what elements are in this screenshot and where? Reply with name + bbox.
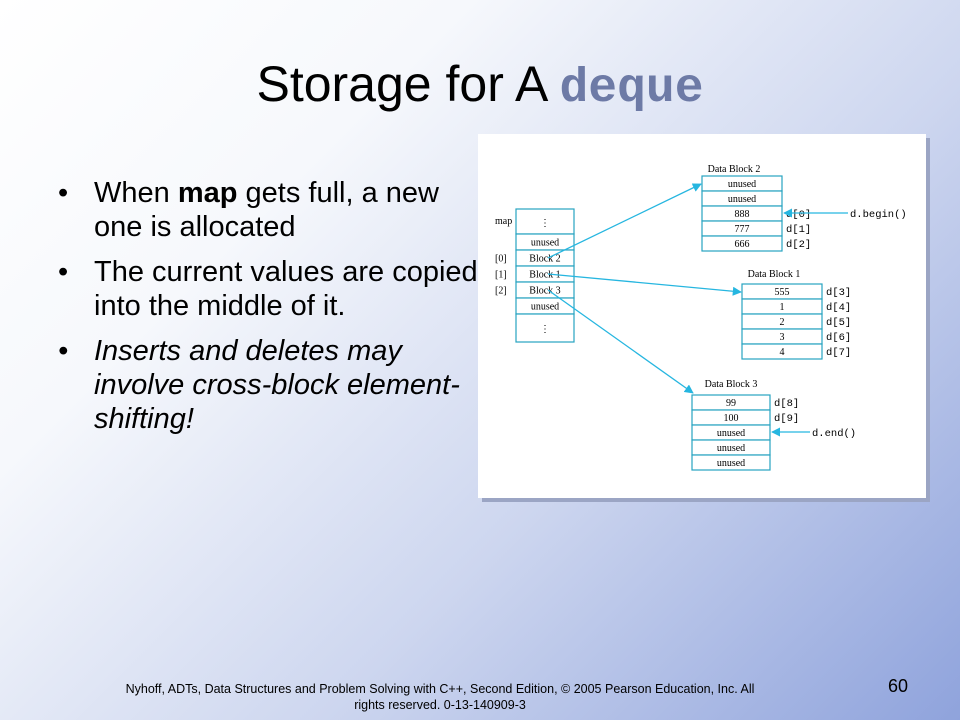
block-cell-text: 1: [780, 302, 785, 313]
map-cell-dots-bottom: [515, 313, 575, 343]
arrow-block3: [547, 289, 694, 394]
bullet-text-3: Inserts and deletes may involve cross-bl…: [94, 335, 460, 435]
data-block-3: 99 100 unused unused unused: [691, 394, 771, 471]
element-label: d[5]: [826, 317, 851, 329]
deque-diagram: map ⋮ unused Block 2 Block 1 Block 3 unu…: [478, 134, 926, 498]
title-code: deque: [559, 62, 704, 116]
bullet-text-1c: gets full, a new one is allocated: [94, 177, 439, 243]
map-cell-text: ⋮: [540, 218, 550, 229]
block-cell-text: 100: [724, 413, 739, 424]
slide-title: Storage for A deque: [0, 55, 960, 116]
block-cell-text: 777: [735, 224, 750, 235]
map-cell-text: Block 1: [529, 270, 560, 281]
bullet-text-1a: When: [94, 177, 178, 209]
block-cell: [701, 235, 783, 252]
map-cell-text: unused: [531, 302, 559, 313]
block-cell-text: 99: [726, 398, 736, 409]
begin-label: d.begin(): [850, 209, 907, 221]
map-cell-text: ⋮: [540, 324, 550, 335]
block-cell: [691, 454, 771, 471]
bullet-item: • When map gets full, a new one is alloca…: [58, 176, 478, 244]
map-index: [0]: [495, 254, 507, 265]
block-cell-text: unused: [728, 194, 756, 205]
element-label: d[7]: [826, 347, 851, 359]
block-cell: [741, 343, 823, 360]
block-cell-text: unused: [717, 458, 745, 469]
block-cell-text: 555: [775, 287, 790, 298]
element-label: d[8]: [774, 398, 799, 410]
bullet-item: • Inserts and deletes may involve cross-b…: [58, 334, 478, 436]
bullet-dot: •: [58, 335, 69, 367]
data-block-1: 555 1 2 3 4: [741, 283, 823, 360]
element-label: d[6]: [826, 332, 851, 344]
page-number: 60: [888, 676, 909, 696]
block-title: Data Block 2: [708, 164, 761, 175]
bullet-dot: •: [58, 256, 69, 288]
map-cell-text: unused: [531, 238, 559, 249]
bullet-text-2: The current values are copied into the m…: [94, 256, 478, 322]
block-cell-text: unused: [717, 443, 745, 454]
map-label: map: [495, 216, 512, 227]
map-array: ⋮ unused Block 2 Block 1 Block 3 unused …: [515, 208, 575, 343]
block-cell-text: 3: [780, 332, 785, 343]
bullet-text-1b: map: [177, 177, 238, 209]
map-index: [1]: [495, 270, 507, 281]
block-cell-text: 2: [780, 317, 785, 328]
block-cell-text: 888: [735, 209, 750, 220]
element-label: d[3]: [826, 287, 851, 299]
bullet-dot: •: [58, 177, 69, 209]
block-cell-text: unused: [728, 179, 756, 190]
map-cell-text: Block 3: [529, 286, 560, 297]
block-cell-text: 666: [735, 239, 750, 250]
deque-diagram-svg: map ⋮ unused Block 2 Block 1 Block 3 unu…: [495, 164, 907, 471]
bullet-item: • The current values are copied into the …: [58, 255, 478, 323]
arrow-block2: [547, 183, 702, 259]
bullet-list: • When map gets full, a new one is alloca…: [58, 176, 478, 447]
arrow-block1: [547, 273, 742, 296]
footer-citation: Nyhoff, ADTs, Data Structures and Proble…: [125, 682, 755, 712]
map-cell-text: Block 2: [529, 254, 560, 265]
data-block-2: unused unused 888 777 666: [701, 175, 783, 252]
title-text: Storage for A: [256, 56, 560, 112]
element-label: d[0]: [786, 209, 811, 221]
block-cell-text: 4: [780, 347, 785, 358]
element-label: d[9]: [774, 413, 799, 425]
map-index: [2]: [495, 286, 507, 297]
block-title: Data Block 1: [748, 269, 801, 280]
block-title: Data Block 3: [705, 379, 758, 390]
element-label: d[1]: [786, 224, 811, 236]
element-label: d[2]: [786, 239, 811, 251]
end-label: d.end(): [812, 428, 856, 440]
block-cell-text: unused: [717, 428, 745, 439]
element-label: d[4]: [826, 302, 851, 314]
